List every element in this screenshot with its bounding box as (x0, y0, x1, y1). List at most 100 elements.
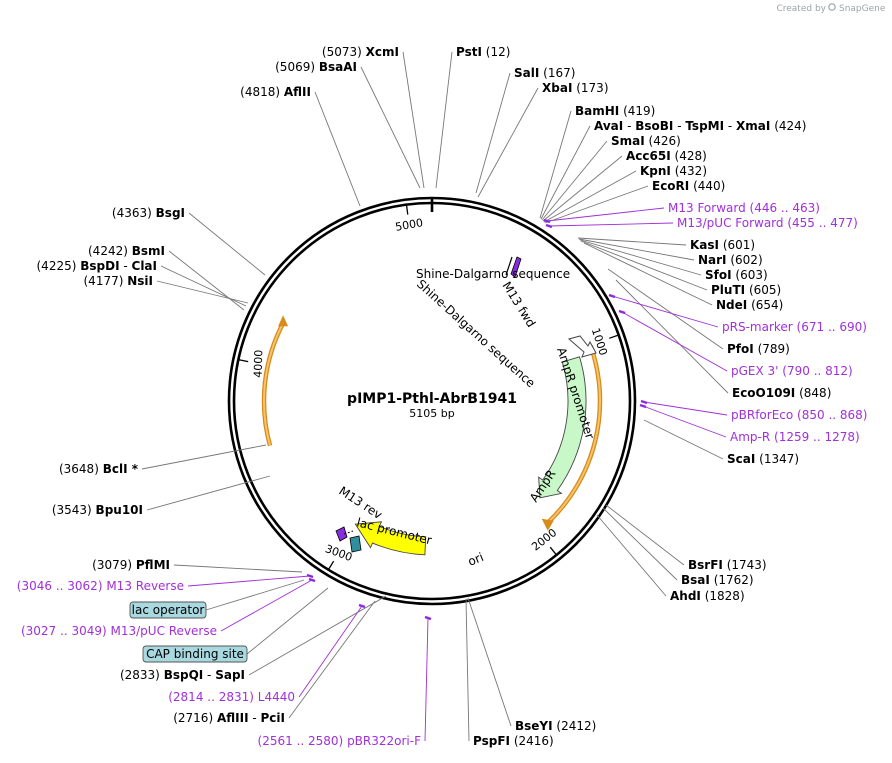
primer-coord: (2561 .. 2580) (258, 734, 344, 748)
enzyme-label[interactable]: Acc65I (428) (626, 149, 707, 163)
primer-leader-line (642, 405, 727, 438)
boxed-feature-label[interactable]: CAP binding site (146, 647, 244, 661)
enzyme-leader-line (541, 140, 608, 221)
enzyme-label[interactable]: (2833) BspQI - SapI (120, 668, 245, 682)
primer-label[interactable]: pBRforEco (850 .. 868) (731, 408, 867, 422)
enzyme-label[interactable]: (5069) BsaAI (275, 60, 357, 74)
primer-name: pRS-marker (722, 320, 793, 334)
boxed-feature-label[interactable]: lac operator (132, 603, 205, 617)
enzyme-leader-line (539, 110, 572, 219)
enzyme-name: BsaI (681, 573, 710, 587)
enzyme-label[interactable]: PstI (12) (456, 45, 510, 59)
primer-label[interactable]: (2561 .. 2580) pBR322ori-F (258, 734, 422, 748)
enzyme-label[interactable]: AvaI - BsoBI - TspMI - XmaI (424) (594, 119, 806, 133)
primer-mark (545, 223, 553, 229)
enzyme-label[interactable]: (3543) Bpu10I (52, 503, 143, 517)
boxed-feature-box (129, 601, 207, 619)
primer-mark (640, 399, 648, 405)
primer-label[interactable]: pRS-marker (671 .. 690) (722, 320, 867, 334)
enzyme-label[interactable]: (4177) NsiI (84, 274, 154, 288)
enzyme-name: EcoRI (652, 179, 689, 193)
enzyme-name: PflMI (136, 558, 170, 572)
enzyme-label[interactable]: KpnI (432) (640, 164, 707, 178)
enzyme-label[interactable]: (5073) XcmI (322, 45, 399, 59)
enzyme-name: SalI (514, 66, 539, 80)
enzyme-label[interactable]: (3648) BclI * (59, 462, 139, 476)
primer-label[interactable]: (3027 .. 3049) M13/pUC Reverse (21, 624, 217, 638)
enzyme-label[interactable]: XbaI (173) (542, 81, 609, 95)
enzyme-label[interactable]: BsaI (1762) (681, 573, 754, 587)
enzyme-label[interactable]: BamHI (419) (575, 104, 655, 118)
enzyme-leader-line (540, 125, 591, 220)
primer-label[interactable]: pGEX 3' (790 .. 812) (731, 364, 853, 378)
enzyme-label[interactable]: (4242) BsmI (88, 244, 165, 258)
enzyme-label[interactable]: (4363) BsgI (112, 206, 185, 220)
enzyme-leader-line (160, 265, 247, 307)
primer-name: M13 Reverse (106, 579, 184, 593)
enzyme-leader-line (467, 597, 512, 727)
enzyme-label[interactable]: ScaI (1347) (727, 452, 799, 466)
enzyme-leader-line (465, 598, 470, 742)
enzyme-label[interactable]: PluTI (605) (711, 283, 781, 297)
tick-label: 5000 (394, 216, 424, 234)
primer-name: Amp-R (730, 430, 770, 444)
enzyme-label[interactable]: EcoRI (440) (652, 179, 725, 193)
enzyme-leader-line (146, 475, 271, 511)
enzyme-label[interactable]: SalI (167) (514, 66, 575, 80)
enzyme-label[interactable]: AhdI (1828) (670, 589, 745, 603)
enzyme-coord: (848) (799, 386, 831, 400)
enzyme-name: XbaI (542, 81, 572, 95)
primer-label[interactable]: (3046 .. 3062) M13 Reverse (17, 579, 184, 593)
enzyme-name: NdeI (716, 298, 747, 312)
enzyme-leader-line (475, 72, 511, 194)
primer-mark (608, 293, 616, 299)
enzyme-coord: (440) (693, 179, 725, 193)
primer-leader-line (220, 579, 313, 632)
enzyme-label[interactable]: (4818) AflII (240, 85, 311, 99)
primer-name: M13/pUC Forward (677, 216, 784, 230)
enzyme-label[interactable]: (2716) AflIII - PciI (173, 711, 285, 725)
enzyme-label[interactable]: SfoI (603) (705, 268, 768, 282)
enzyme-label[interactable]: NarI (602) (698, 253, 763, 267)
enzyme-label[interactable]: KasI (601) (690, 238, 755, 252)
enzyme-label[interactable]: PspFI (2416) (473, 734, 554, 748)
enzyme-label[interactable]: BsrFI (1743) (688, 558, 767, 572)
enzyme-leader-line (596, 514, 667, 597)
enzyme-leader-line (188, 212, 266, 276)
enzyme-name: KpnI (640, 164, 671, 178)
primer-label[interactable]: M13/pUC Forward (455 .. 477) (677, 216, 858, 230)
enzyme-name: PspFI (473, 734, 510, 748)
enzyme-coord: (4363) (112, 206, 152, 220)
enzyme-label[interactable]: EcoO109I (848) (732, 386, 831, 400)
snapgene-brand-text: SnapGene (839, 4, 886, 14)
enzyme-coord: (603) (735, 268, 767, 282)
ampr-feature-arrow (538, 356, 587, 499)
orf-arc-ampr-inner (547, 345, 601, 524)
enzyme-label[interactable]: (4225) BspDI - ClaI (37, 259, 158, 273)
enzyme-leader-line (477, 87, 539, 198)
enzyme-coord: (789) (758, 342, 790, 356)
enzyme-coord: (4818) (240, 85, 280, 99)
primer-label[interactable]: M13 Forward (446 .. 463) (668, 201, 820, 215)
enzyme-coord: (173) (576, 81, 608, 95)
enzyme-name: BseYI (515, 719, 553, 733)
primer-leader-line (643, 401, 728, 416)
enzyme-label[interactable]: SmaI (426) (611, 134, 681, 148)
enzyme-leader-line (173, 564, 303, 573)
enzyme-label[interactable]: PfoI (789) (727, 342, 790, 356)
created-by-text: Created by (776, 4, 826, 14)
primer-label[interactable]: Amp-R (1259 .. 1278) (730, 430, 860, 444)
primer-label[interactable]: (2814 .. 2831) L4440 (168, 690, 295, 704)
enzyme-leader-line (607, 268, 724, 350)
enzyme-label[interactable]: (3079) PflMI (92, 558, 170, 572)
enzyme-label[interactable]: BseYI (2412) (515, 719, 596, 733)
enzyme-name: BsaAI (319, 60, 357, 74)
enzyme-name: EcoO109I (732, 386, 795, 400)
enzyme-leader-line (141, 444, 267, 470)
enzyme-label[interactable]: NdeI (654) (716, 298, 783, 312)
primer-mark (543, 218, 551, 224)
site-labels: (5073) XcmI(5069) BsaAI (4818) AflII PstI … (17, 45, 868, 748)
enzyme-coord: (428) (675, 149, 707, 163)
enzyme-name: Acc65I (626, 149, 671, 163)
